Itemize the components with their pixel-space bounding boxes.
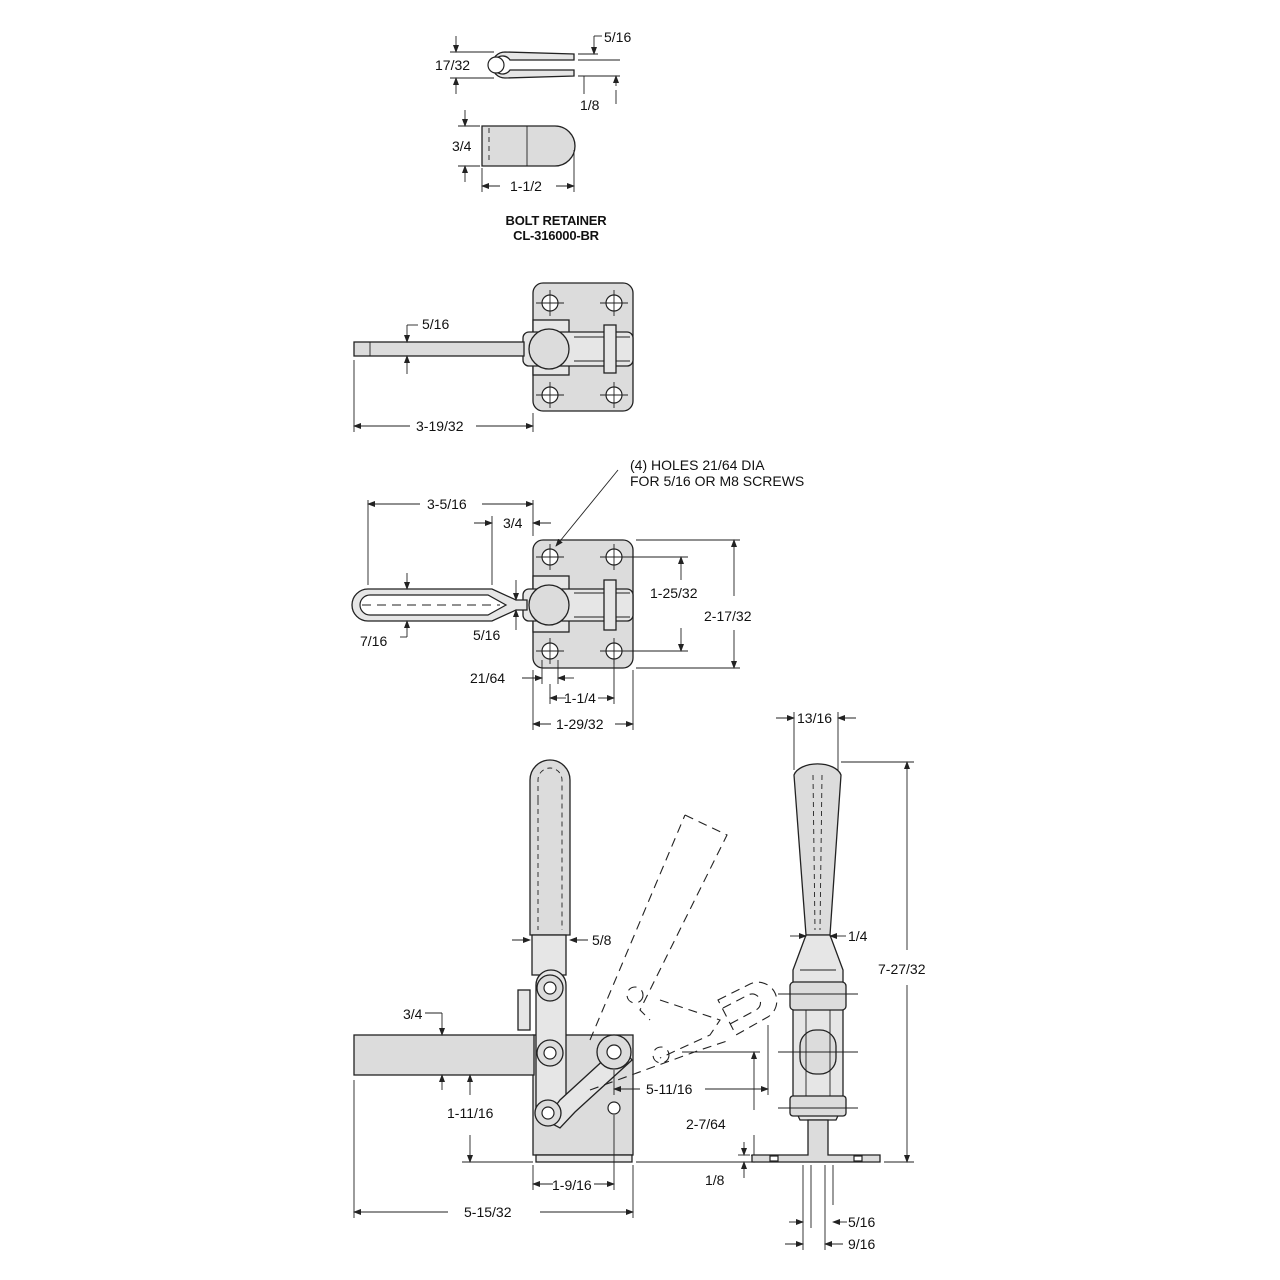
dim-21-64: 21/64 xyxy=(470,670,505,686)
bolt-retainer-view: 17/32 5/16 1/8 3/4 1-1/2 BOLT RETAINER C… xyxy=(435,29,631,243)
dim-1-29-32: 1-29/32 xyxy=(556,716,604,732)
dim-1-25-32: 1-25/32 xyxy=(650,585,698,601)
dim-5-11-16: 5-11/16 xyxy=(646,1081,693,1097)
side-view-handle xyxy=(529,759,571,936)
dim-1-1-4: 1-1/4 xyxy=(564,690,596,706)
dim-1-9-16: 1-9/16 xyxy=(552,1177,592,1193)
dim-5-15-32: 5-15/32 xyxy=(464,1204,512,1220)
dim-5-8: 5/8 xyxy=(592,932,612,948)
dim-5-16-slot: 5/16 xyxy=(848,1214,875,1230)
bolt-retainer-body xyxy=(481,125,576,167)
dim-1-8-clip: 1/8 xyxy=(580,97,600,113)
bolt-retainer-caption-1: BOLT RETAINER xyxy=(506,213,608,228)
end-view-handle xyxy=(793,763,842,936)
end-view-base xyxy=(751,1119,881,1163)
end-view: 13/16 1/4 7-27/32 1/8 5/16 9/16 xyxy=(705,710,926,1252)
dim-1-8-base: 1/8 xyxy=(705,1172,725,1188)
dim-17-32: 17/32 xyxy=(435,57,470,73)
dim-3-19-32: 3-19/32 xyxy=(416,418,464,434)
holes-note-line2: FOR 5/16 OR M8 SCREWS xyxy=(630,473,804,489)
dim-1-4: 1/4 xyxy=(848,928,868,944)
dim-5-16-top: 5/16 xyxy=(422,316,449,332)
dim-3-4-side: 3/4 xyxy=(403,1006,423,1022)
holes-note-line1: (4) HOLES 21/64 DIA xyxy=(630,457,765,473)
top-view-arm xyxy=(353,341,525,357)
dim-7-27-32: 7-27/32 xyxy=(878,961,926,977)
dim-3-5-16: 3-5/16 xyxy=(427,496,467,512)
top-view: 5/16 3-19/32 xyxy=(353,282,634,434)
dim-1-11-16: 1-11/16 xyxy=(447,1105,494,1121)
dim-5-16-clip: 5/16 xyxy=(604,29,631,45)
dim-3-4-retainer: 3/4 xyxy=(452,138,472,154)
dim-2-7-64: 2-7/64 xyxy=(686,1116,726,1132)
dim-9-16: 9/16 xyxy=(848,1236,875,1252)
dim-3-4-plan: 3/4 xyxy=(503,515,523,531)
side-view-bar xyxy=(353,1034,535,1076)
side-view: 5/8 3/4 1-11/16 1-9/16 5-15/32 5-11/16 xyxy=(353,759,778,1220)
dim-2-17-32: 2-17/32 xyxy=(704,608,752,624)
bolt-retainer-caption-2: CL-316000-BR xyxy=(513,228,600,243)
dim-5-16-plan: 5/16 xyxy=(473,627,500,643)
dim-7-16: 7/16 xyxy=(360,633,387,649)
dim-1-1-2: 1-1/2 xyxy=(510,178,542,194)
dim-13-16: 13/16 xyxy=(797,710,832,726)
plan-view: (4) HOLES 21/64 DIA FOR 5/16 OR M8 SCREW… xyxy=(351,457,804,732)
